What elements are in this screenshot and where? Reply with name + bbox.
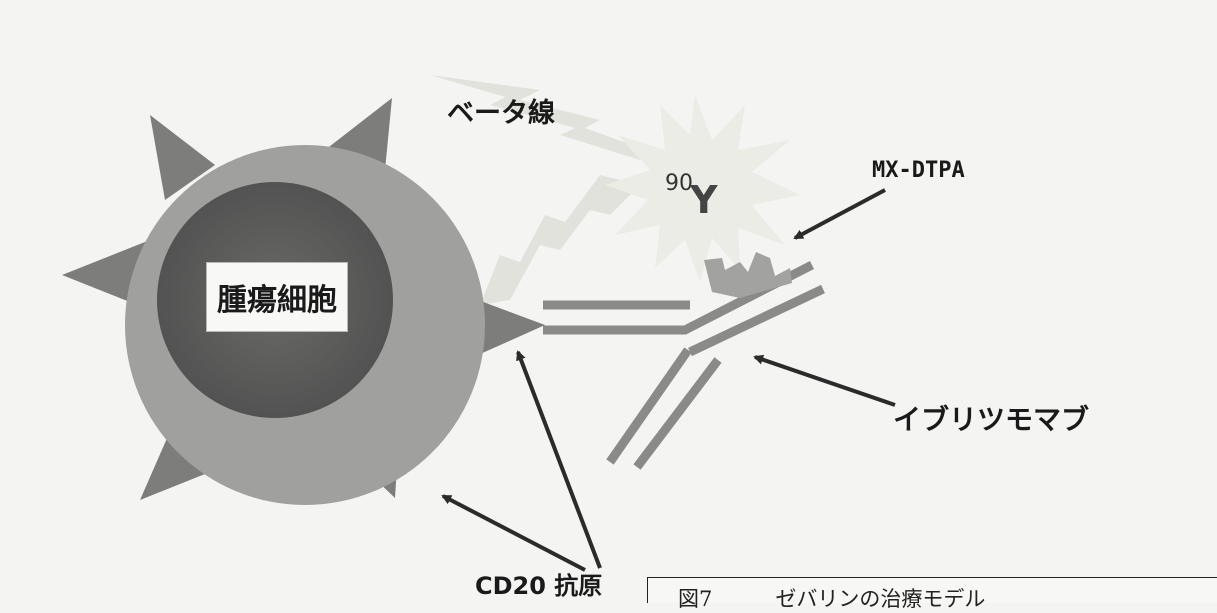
yttrium-90-burst — [605, 95, 800, 282]
figure-caption-box: 図7 ゼバリンの治療モデル — [647, 577, 1217, 611]
arrow-to-antigen-lower — [441, 494, 586, 572]
tumor-cell-label: 腫瘍細胞 — [217, 283, 337, 318]
antibody-fc-chain-outer — [606, 347, 692, 465]
beta-ray-label: ベータ線 — [447, 98, 555, 129]
beta-ray-beam-upper — [430, 75, 660, 160]
cd20-antigen-spike-top-left — [150, 115, 215, 200]
mx-dtpa-chelator — [704, 252, 792, 298]
isotope-symbol: Y — [689, 178, 718, 222]
arrow-to-chelator — [793, 188, 886, 240]
beta-ray-beam-lower — [480, 175, 640, 305]
antibody-heavy-chain — [688, 284, 825, 357]
arrow-to-antigen-upper — [516, 350, 602, 569]
antibody-fc-chain-inner — [633, 357, 722, 470]
cd20-antigen-spike-bottom-left — [140, 420, 215, 500]
figure-caption: 図7 ゼバリンの治療モデル — [678, 587, 986, 611]
isotope-mass-number: 90 — [665, 171, 693, 196]
cd20-antigen-spike-right — [478, 300, 545, 355]
ibritumomab-label: イブリツモマブ — [893, 403, 1090, 436]
arrow-to-antibody — [753, 354, 896, 407]
tumor-cell-label-box: 腫瘍細胞 — [206, 262, 348, 332]
mx-dtpa-label: MX-DTPA — [872, 158, 965, 183]
cd20-antigen-label: CD20 抗原 — [475, 572, 603, 600]
